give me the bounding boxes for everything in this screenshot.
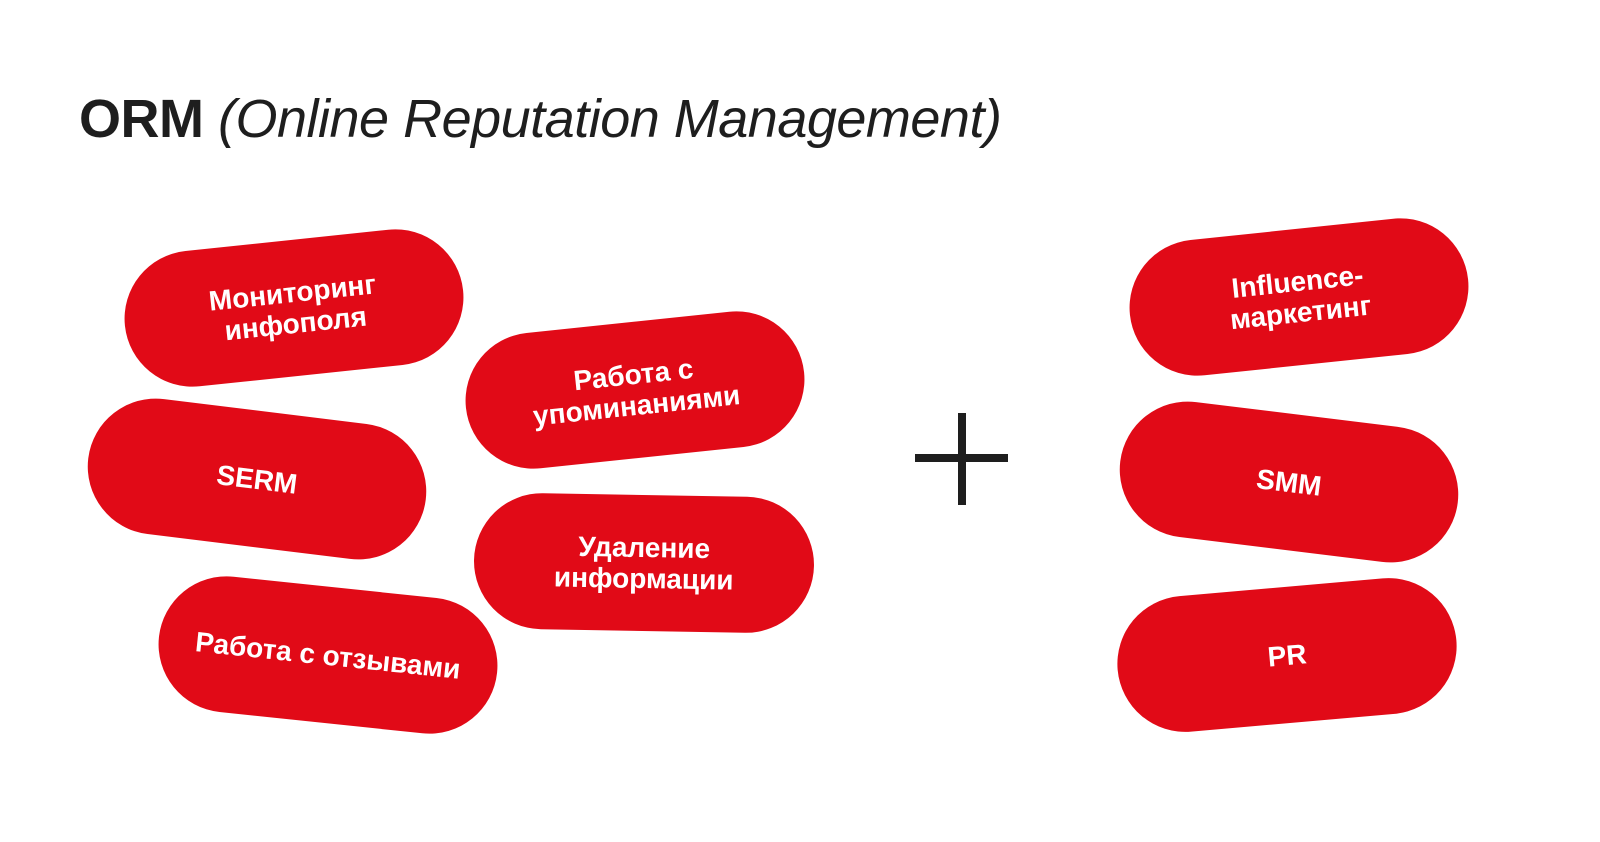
pill-label: PR [1266, 637, 1308, 673]
pill-smm: SMM [1111, 393, 1467, 571]
page-title: ORM (Online Reputation Management) [79, 88, 1002, 150]
pill-pr: PR [1111, 572, 1463, 738]
pill-removal: Удаление информации [472, 492, 816, 634]
pill-reviews: Работа с отзывами [151, 569, 505, 741]
pill-label: Работа с отзывами [193, 625, 463, 685]
pill-label: SMM [1254, 462, 1324, 502]
pill-label: Удаление информации [553, 530, 734, 596]
pill-mentions: Работа с упоминаниями [458, 304, 812, 476]
pill-label: Работа с упоминаниями [531, 352, 742, 432]
title-italic: (Online Reputation Management) [218, 89, 1002, 149]
pill-serm: SERM [79, 390, 435, 568]
pill-label: Influence-маркетинг [1228, 259, 1373, 336]
pill-monitoring: Мониторинг инфополя [117, 222, 471, 394]
pill-label: SERM [214, 458, 300, 500]
pill-influence: Influence-маркетинг [1122, 211, 1476, 383]
pill-label: Мониторинг инфополя [207, 268, 378, 347]
plus-icon-vertical [958, 413, 966, 505]
title-bold: ORM [79, 89, 204, 149]
